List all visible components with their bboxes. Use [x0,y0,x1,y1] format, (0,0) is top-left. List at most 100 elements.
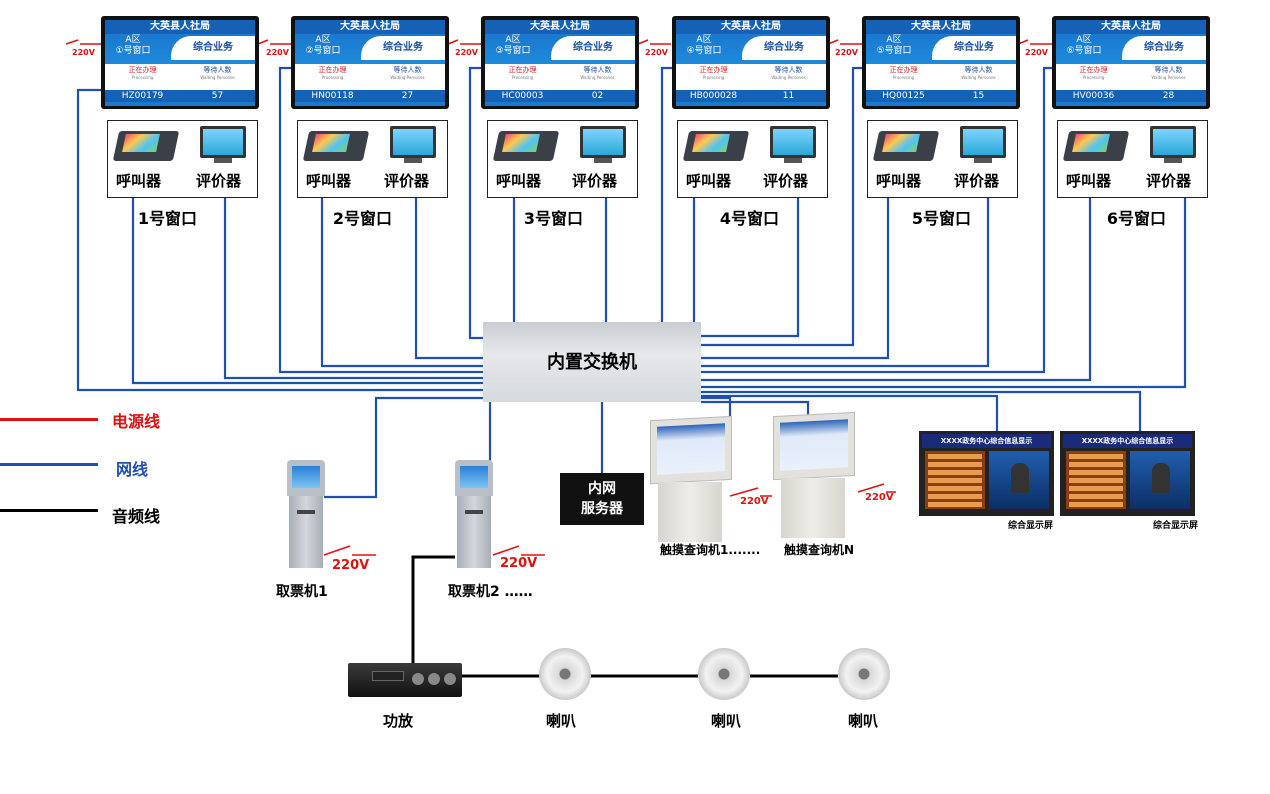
rater-device [386,124,440,164]
window-label-4: 4号窗口 [719,209,780,228]
power-label: 220V [332,558,370,573]
ticket-kiosk-2 [451,460,497,568]
window-devices-4: 呼叫器 评价器 [677,120,828,198]
caller-device [682,125,750,163]
rater-device [196,124,250,164]
rater-device [766,124,820,164]
window-devices-1: 呼叫器 评价器 [107,120,258,198]
window-label-1: 1号窗口 [137,209,198,228]
caller-label: 呼叫器 [496,172,542,190]
waiting-count: 27 [401,91,414,101]
window-label-5: 5号窗口 [911,209,972,228]
rater-device [956,124,1010,164]
rater-label: 评价器 [572,172,618,190]
ticket-kiosk-1-label: 取票机1 [276,584,328,600]
power-label: 220V [835,48,858,57]
org-title: 大英县人社局 [676,20,826,34]
org-title: 大英县人社局 [295,20,445,34]
caller-device [492,125,560,163]
waiting-count: 02 [591,91,604,101]
speaker-2 [698,648,750,700]
ticket-number: HB000028 [689,91,738,101]
touch-query-1 [650,415,732,543]
rater-label: 评价器 [954,172,1000,190]
caller-label: 呼叫器 [686,172,732,190]
window-label-2: 2号窗口 [332,209,393,228]
caller-label: 呼叫器 [1066,172,1112,190]
rater-label: 评价器 [763,172,809,190]
ticket-kiosk-1 [283,460,329,568]
org-title: 大英县人社局 [1056,20,1206,34]
window-devices-6: 呼叫器 评价器 [1057,120,1208,198]
legend-audio-label: 音频线 [112,507,161,526]
business-name: 综合业务 [932,36,1016,60]
ticket-number: HQ00125 [882,91,925,101]
legend-network-label: 网线 [116,460,149,479]
rater-label: 评价器 [196,172,242,190]
power-cables [65,39,1052,556]
intranet-server: 内网 服务器 [560,473,644,525]
ticket-number: HV00036 [1072,91,1115,101]
rater-label: 评价器 [384,172,430,190]
audio-cables [411,555,838,678]
caller-device [1062,125,1130,163]
caller-label: 呼叫器 [306,172,352,190]
power-label: 220V [865,492,894,503]
business-name: 综合业务 [1122,36,1206,60]
power-label: 220V [740,496,769,507]
rater-label: 评价器 [1146,172,1192,190]
info-display-2: XXXX政务中心综合信息显示 [1060,431,1195,516]
rater-device [1146,124,1200,164]
window-devices-5: 呼叫器 评价器 [867,120,1018,198]
legend-network-line [0,463,98,466]
legend-audio-line [0,509,98,512]
speaker-1 [539,648,591,700]
business-name: 综合业务 [551,36,635,60]
business-name: 综合业务 [742,36,826,60]
business-name: 综合业务 [361,36,445,60]
business-name: 综合业务 [171,36,255,60]
power-label: 220V [72,48,95,57]
waiting-count: 28 [1162,91,1175,101]
waiting-count: 57 [211,91,224,101]
power-label: 220V [1025,48,1048,57]
org-title: 大英县人社局 [105,20,255,34]
caller-label: 呼叫器 [876,172,922,190]
touch-query-1-label: 触摸查询机1....... [660,543,761,557]
ticket-kiosk-2-label: 取票机2 …… [448,584,533,600]
power-label: 220V [645,48,668,57]
caller-label: 呼叫器 [116,172,162,190]
caller-device [872,125,940,163]
info-display-2-label: 综合显示屏 [1153,521,1199,531]
speaker-3 [838,648,890,700]
legend-power-line [0,418,98,421]
caller-device [112,125,180,163]
ticket-number: HN00118 [311,91,354,101]
power-label: 220V [500,556,538,571]
amplifier [348,663,462,697]
waiting-count: 15 [972,91,985,101]
speaker-3-label: 喇叭 [848,712,879,730]
server-label-line1: 内网 [588,481,616,497]
power-label: 220V [266,48,289,57]
rater-device [576,124,630,164]
touch-query-n-label: 触摸查询机N [784,543,855,557]
speaker-2-label: 喇叭 [711,712,742,730]
org-title: 大英县人社局 [866,20,1016,34]
ticket-number: HC00003 [501,91,544,101]
power-label: 220V [455,48,478,57]
touch-query-n [773,411,855,539]
window-devices-3: 呼叫器 评价器 [487,120,638,198]
window-devices-2: 呼叫器 评价器 [297,120,448,198]
org-title: 大英县人社局 [485,20,635,34]
caller-device [302,125,370,163]
